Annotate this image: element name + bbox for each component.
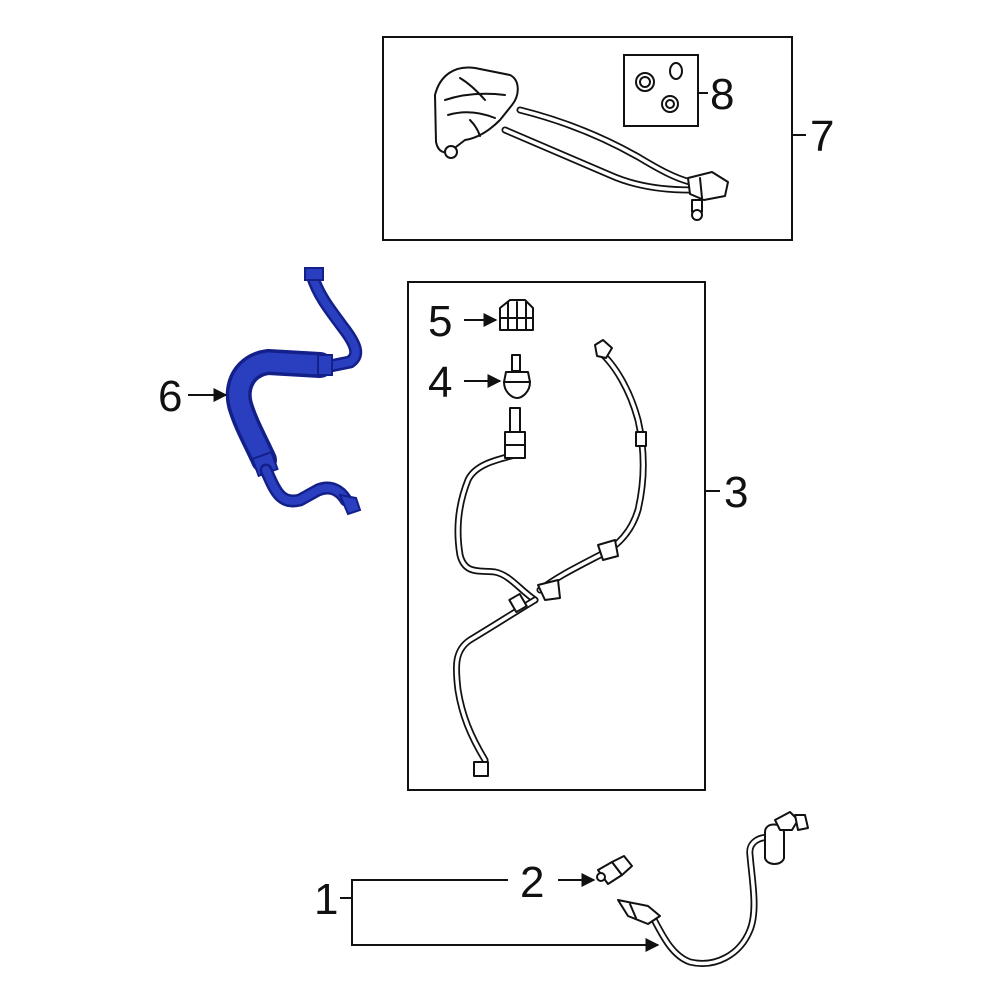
callout-8: 8 [710,70,734,119]
part-3-line-assembly[interactable] [453,339,647,777]
part-4-valve[interactable] [503,354,531,399]
callout-7: 7 [810,112,834,161]
part-1-line-assembly[interactable] [617,811,809,967]
part-7-line-assembly[interactable] [434,66,729,221]
part-7-frame [382,36,793,241]
callout-1-bracket [351,879,660,952]
part-8-oring-kit[interactable] [635,62,683,113]
part-6-hose[interactable] [225,267,363,516]
part-8-box [623,54,699,127]
callout-2: 2 [520,858,544,907]
callout-6: 6 [158,372,182,421]
callout-3: 3 [724,468,748,517]
callout-5: 5 [428,297,452,346]
callout-4: 4 [428,358,452,407]
part-5-cap[interactable] [499,299,534,331]
callout-1: 1 [314,875,338,924]
part-3-frame [407,281,706,791]
part-2-switch[interactable] [596,855,633,885]
